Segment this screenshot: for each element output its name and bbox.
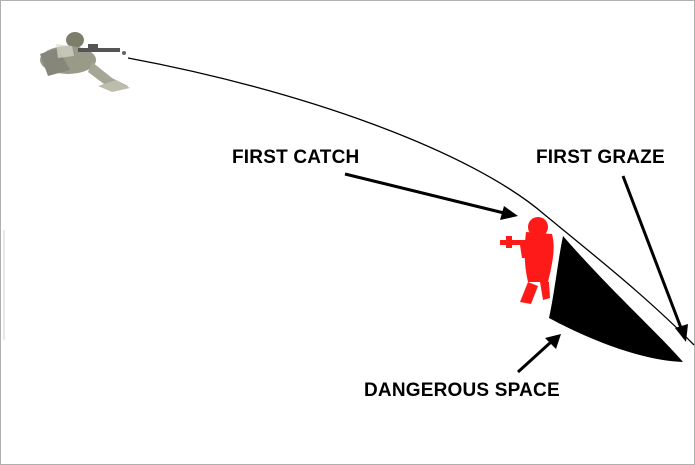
arrow-dangerous-space [516, 334, 561, 374]
prone-rifleman-icon [40, 32, 130, 92]
dangerous-space-shape [549, 236, 683, 362]
trajectory-curve [127, 57, 695, 346]
first-graze-label: FIRST GRAZE [536, 147, 665, 168]
first-catch-label: FIRST CATCH [232, 147, 360, 168]
dangerous-space-label: DANGEROUS SPACE [364, 380, 560, 401]
standing-soldier-icon [500, 217, 554, 304]
arrow-first-catch [344, 172, 518, 220]
arrow-first-graze [621, 175, 688, 342]
